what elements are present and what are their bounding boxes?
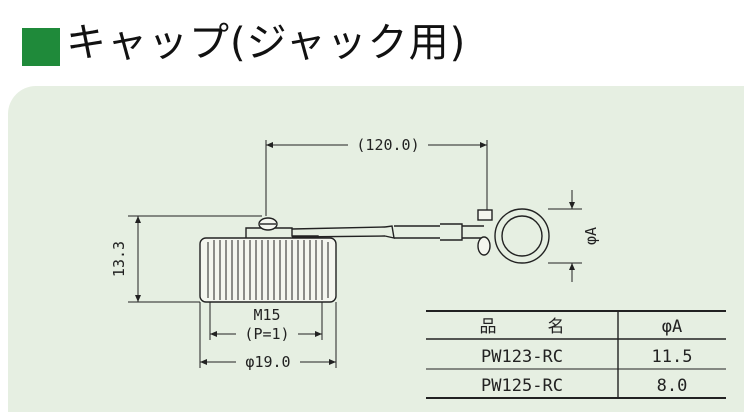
table-row-2-part: PW125-RC <box>481 376 563 396</box>
ring-terminal <box>477 208 550 264</box>
page-header: キャップ(ジャック用) <box>0 0 744 80</box>
ring-dimension-label: φA <box>582 227 600 245</box>
content-panel <box>8 86 744 412</box>
thread-size-label: M15 <box>253 306 280 324</box>
spec-table <box>426 310 726 399</box>
length-dimension <box>265 140 488 216</box>
height-dimension <box>128 215 262 303</box>
thread-pitch-label: (P=1) <box>244 325 289 343</box>
length-dimension-label: (120.0) <box>356 136 419 154</box>
height-dimension-label: 13.3 <box>110 241 128 277</box>
table-row-1-part: PW123-RC <box>481 347 563 367</box>
cap-body <box>199 227 337 303</box>
diameter-dimension <box>199 302 337 368</box>
header-square-icon <box>22 28 60 66</box>
screw-head <box>258 217 278 231</box>
diameter-dimension-label: φ19.0 <box>245 353 290 371</box>
table-row-2-dim: 8.0 <box>657 376 688 396</box>
table-row-1-dim: 11.5 <box>652 347 693 367</box>
page-title: キャップ(ジャック用) <box>66 20 467 66</box>
table-header-part: 品 名 <box>480 317 565 337</box>
thread-dimension <box>209 302 323 340</box>
table-header-dim: φA <box>662 317 682 337</box>
ring-dimension <box>548 190 582 282</box>
